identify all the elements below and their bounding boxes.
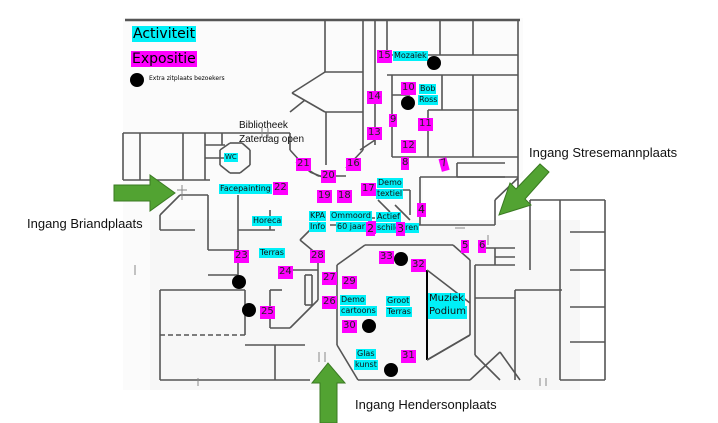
activity-actief-line1: Actief <box>376 212 401 222</box>
entrance-hendersonplaats-label: Ingang Hendersonplaats <box>355 397 497 412</box>
exhibition-32: 32 <box>411 259 426 272</box>
exhibition-5: 5 <box>461 240 470 253</box>
exhibition-8: 8 <box>401 157 410 170</box>
door-marks <box>134 128 547 386</box>
exhibition-4: 4 <box>417 203 426 217</box>
exhibition-30: 30 <box>342 320 357 333</box>
activity-groot-terras-line2: Terras <box>386 307 412 317</box>
library-label: Bibliotheek <box>239 120 288 131</box>
exhibition-26: 26 <box>322 296 337 309</box>
activity-demo-cartoons-line1: Demo <box>340 295 366 305</box>
activity-ommoord-line2: 60 jaar <box>336 222 367 232</box>
activity-muziek-line1: Muziek <box>428 293 465 306</box>
seating-hall-top-icon <box>394 252 408 266</box>
exhibition-2: 2 <box>366 222 375 236</box>
seating-bob-ross-icon <box>401 96 415 110</box>
exhibition-23: 23 <box>234 250 249 263</box>
activity-facepainting: Facepainting <box>219 184 272 194</box>
exhibition-14: 14 <box>367 91 382 104</box>
activity-ommoord-line1: Ommoord <box>330 211 372 221</box>
activity-wc: WC <box>224 153 238 162</box>
library-hours-label: Zaterdag open <box>239 134 305 145</box>
activity-horeca: Horeca <box>252 216 283 226</box>
building-background <box>123 18 580 390</box>
exhibition-25: 25 <box>260 306 275 319</box>
exhibition-24: 24 <box>278 266 293 279</box>
activity-demo-textiel-line1: Demo <box>377 178 403 188</box>
legend-seating: Extra zitplaats bezoekers <box>149 75 225 82</box>
entrance-stresemannplaats-label: Ingang Stresemannplaats <box>529 145 678 160</box>
activity-bob-ross-line1: Bob <box>419 84 437 94</box>
exhibition-18: 18 <box>337 190 352 203</box>
exhibition-10: 10 <box>401 82 416 95</box>
exhibition-11: 11 <box>418 118 433 131</box>
activity-demo-textiel-line2: textiel <box>376 189 404 199</box>
exhibition-31: 31 <box>401 350 416 363</box>
activity-glas-line2: kunst <box>354 360 378 370</box>
exhibition-16: 16 <box>346 158 361 171</box>
activity-groot-terras-line1: Groot <box>386 296 411 306</box>
legend-seating-icon <box>130 73 144 87</box>
activity-kpa-line2: Info <box>309 222 327 232</box>
exhibition-22: 22 <box>273 182 288 195</box>
exhibition-29: 29 <box>342 276 357 289</box>
legend-exhibition: Expositie <box>131 51 197 67</box>
exhibition-6: 6 <box>478 240 487 253</box>
activity-kpa-line1: KPA <box>309 211 327 221</box>
activity-terras: Terras <box>259 248 285 258</box>
exhibition-19: 19 <box>317 190 332 203</box>
seating-mozaiek-icon <box>427 56 441 70</box>
exhibition-33: 33 <box>379 251 394 264</box>
exhibition-15: 15 <box>377 50 392 63</box>
activity-glas-line1: Glas <box>356 349 376 359</box>
entrance-briandplaats-label: Ingang Briandplaats <box>27 216 143 231</box>
exhibition-3: 3 <box>396 222 405 236</box>
exhibition-12: 12 <box>401 140 416 153</box>
activity-muziek-line2: Podium <box>428 306 467 319</box>
seating-terras-1-icon <box>232 275 246 289</box>
exhibition-21: 21 <box>296 158 311 171</box>
seating-hall-center-icon <box>362 319 376 333</box>
activity-bob-ross-line2: Ross <box>418 95 439 105</box>
exhibition-17: 17 <box>361 183 376 196</box>
exhibition-13: 13 <box>367 127 382 140</box>
legend-activity: Activiteit <box>132 26 197 42</box>
exhibition-9: 9 <box>389 114 398 127</box>
activity-demo-cartoons-line2: cartoons <box>340 306 377 316</box>
seating-terras-2-icon <box>242 303 256 317</box>
exhibition-28: 28 <box>310 250 325 263</box>
exhibition-20: 20 <box>321 170 336 183</box>
activity-mozaiek: Mozaïek <box>393 51 428 61</box>
seating-glas-icon <box>384 363 398 377</box>
exhibition-27: 27 <box>322 272 337 285</box>
